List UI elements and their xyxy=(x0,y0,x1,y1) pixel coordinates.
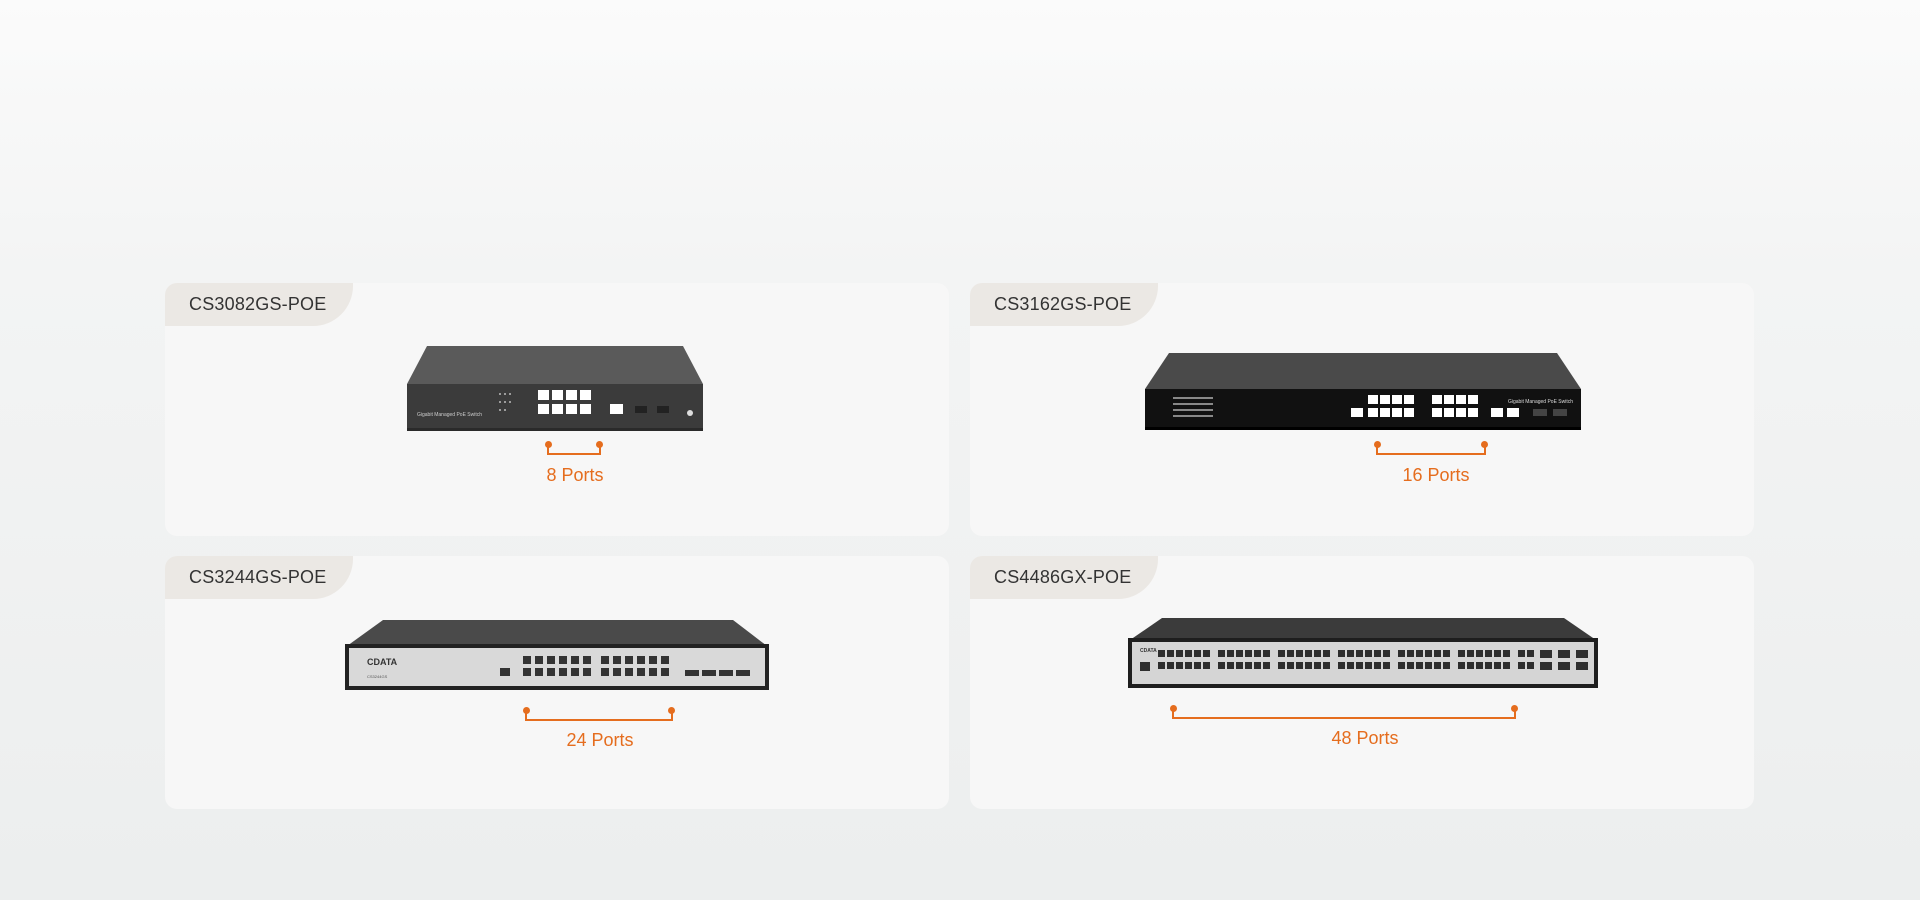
port-bracket xyxy=(1170,705,1518,719)
model-tag: CS3162GS-POE xyxy=(970,283,1158,326)
model-tag: CS3244GS-POE xyxy=(165,556,353,599)
product-card-cs3082gs[interactable]: CS3082GS-POE Gigabit Managed PoE Switch … xyxy=(165,283,949,536)
brand-logo: CDATA xyxy=(367,657,398,667)
switch-16-port-image: Gigabit Managed PoE Switch xyxy=(1145,353,1581,430)
svg-text:CS3244GS: CS3244GS xyxy=(367,674,388,679)
product-grid: CS3082GS-POE Gigabit Managed PoE Switch … xyxy=(165,283,1754,809)
product-card-cs3244gs[interactable]: CS3244GS-POE CDATA CS3244GS 24 Ports xyxy=(165,556,949,809)
svg-text:Gigabit Managed PoE Switch: Gigabit Managed PoE Switch xyxy=(1508,399,1573,405)
port-bracket xyxy=(1374,441,1488,455)
switch-48-port-image: CDATA xyxy=(1128,618,1598,688)
model-tag: CS4486GX-POE xyxy=(970,556,1158,599)
switch-24-port-image: CDATA CS3244GS xyxy=(345,620,769,690)
ports-label: 8 Ports xyxy=(546,465,604,485)
port-bracket xyxy=(523,707,675,721)
svg-text:Gigabit Managed PoE Switch: Gigabit Managed PoE Switch xyxy=(417,412,482,418)
model-tag: CS3082GS-POE xyxy=(165,283,353,326)
product-card-cs4486gx[interactable]: CS4486GX-POE CDATA xyxy=(970,556,1754,809)
brand-logo: CDATA xyxy=(1140,648,1157,654)
ports-label: 24 Ports xyxy=(566,730,634,750)
port-bracket xyxy=(545,441,603,455)
ports-label: 48 Ports xyxy=(1331,728,1399,748)
product-card-cs3162gs[interactable]: CS3162GS-POE Gigabit Managed PoE Switch … xyxy=(970,283,1754,536)
ports-label: 16 Ports xyxy=(1402,465,1470,485)
switch-8-port-image: Gigabit Managed PoE Switch xyxy=(407,346,703,431)
